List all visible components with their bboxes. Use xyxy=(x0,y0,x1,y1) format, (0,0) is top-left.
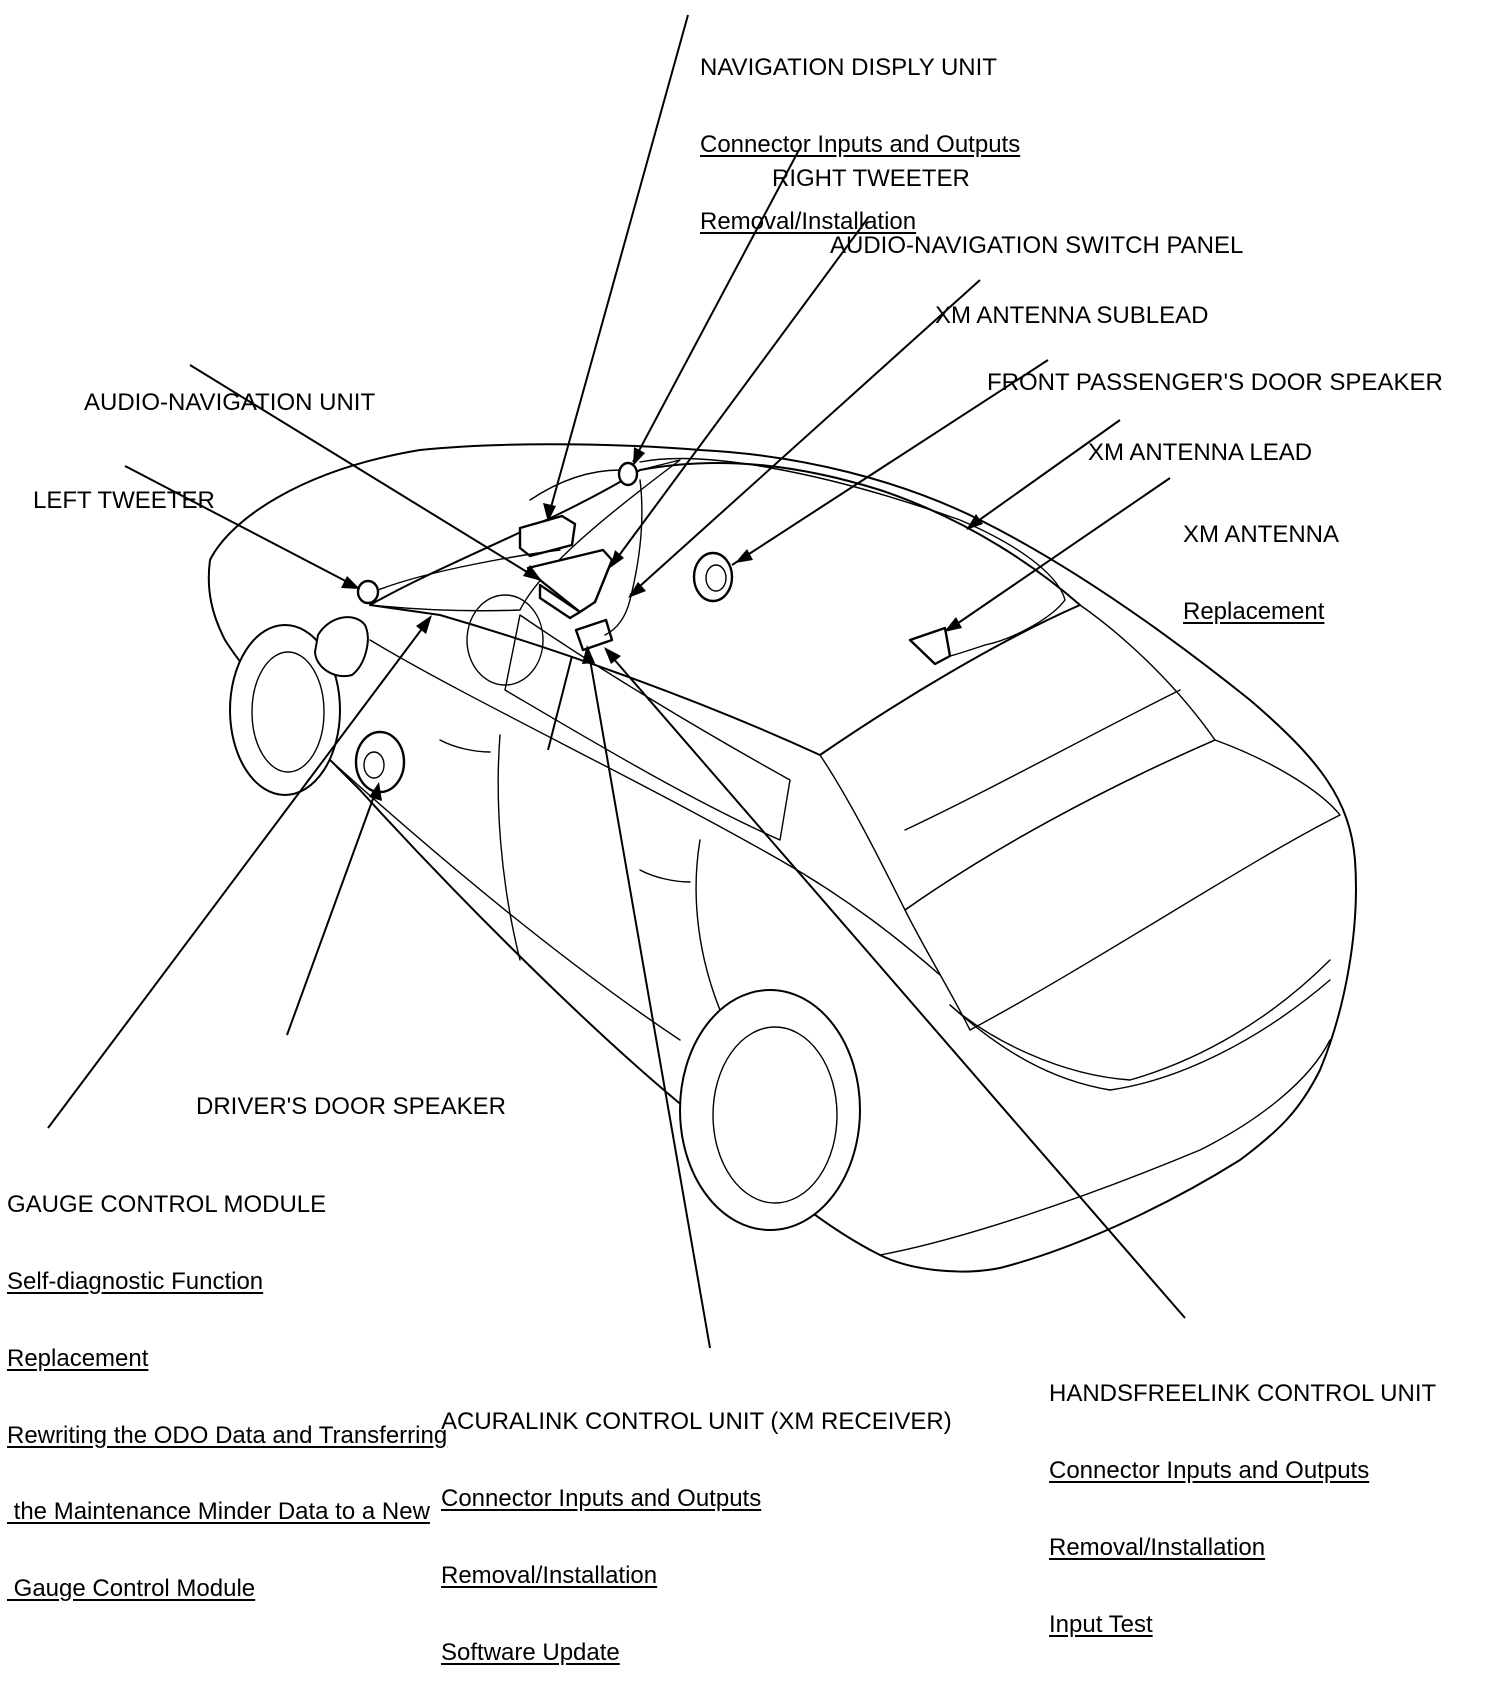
acuralink-control-unit-part xyxy=(574,618,614,652)
callout-xm-antenna-sublead: XM ANTENNA SUBLEAD xyxy=(935,252,1208,354)
right-tweeter-title: RIGHT TWEETER xyxy=(772,165,970,193)
audio-navigation-unit-part xyxy=(538,583,582,620)
leader-xm-antenna xyxy=(947,477,1171,631)
arrow-audio-navigation-unit xyxy=(523,565,542,581)
leader-gauge-control-module xyxy=(47,617,431,1129)
leader-left-tweeter xyxy=(124,465,358,588)
xm-antenna-lead-wire xyxy=(639,457,1066,646)
xm-antenna-title: XM ANTENNA xyxy=(1183,521,1340,549)
callout-drivers-door-speaker: DRIVER'S DOOR SPEAKER xyxy=(196,1043,506,1145)
arrow-xm-antenna-lead xyxy=(966,514,983,530)
car-rear-door-handle xyxy=(639,869,691,883)
arrow-gauge-control-module xyxy=(416,615,432,634)
left-tweeter-part xyxy=(356,579,380,605)
callout-navigation-display-unit: NAVIGATION DISPLY UNIT Connector Inputs … xyxy=(700,4,1020,260)
tweeter-wiring xyxy=(377,469,621,591)
callout-audio-navigation-unit: AUDIO-NAVIGATION UNIT xyxy=(84,339,375,441)
drivers-door-speaker-cone xyxy=(363,751,385,779)
leader-xm-antenna-lead xyxy=(967,419,1121,529)
arrow-xm-antenna-sublead xyxy=(628,582,646,598)
car-front-door-handle xyxy=(439,739,491,753)
gauge-control-module-title: GAUGE CONTROL MODULE xyxy=(7,1191,327,1219)
car-steering-wheel xyxy=(466,594,544,686)
navigation-display-unit-part xyxy=(518,514,577,558)
handsfreelink-link-input-test[interactable]: Input Test xyxy=(1049,1610,1153,1638)
arrow-navigation-display-unit xyxy=(543,503,556,522)
callout-right-tweeter: RIGHT TWEETER xyxy=(772,115,970,217)
car-front-wheel-rim xyxy=(251,651,325,773)
components xyxy=(354,457,1066,794)
arrow-drivers-door-speaker xyxy=(369,782,382,801)
arrow-xm-antenna xyxy=(944,617,962,632)
car-rear-wheel xyxy=(679,989,861,1231)
right-tweeter-part xyxy=(617,461,639,487)
audio-navigation-unit-title: AUDIO-NAVIGATION UNIT xyxy=(84,389,376,417)
acuralink-link-software-update[interactable]: Software Update xyxy=(441,1638,620,1666)
car-beltline xyxy=(369,639,941,976)
leader-drivers-door-speaker xyxy=(286,784,379,1036)
car-rear-bumper xyxy=(879,979,1331,1256)
car-front-door-line xyxy=(497,734,521,961)
xm-antenna-lead-title: XM ANTENNA LEAD xyxy=(1088,439,1313,467)
gauge-control-module-link-rewriting-odo-1[interactable]: Rewriting the ODO Data and Transferring xyxy=(7,1421,448,1449)
arrow-right-tweeter xyxy=(633,447,645,466)
leader-acuralink-secondary xyxy=(547,655,573,751)
xm-antenna-sublead-wire xyxy=(604,479,986,657)
gauge-control-module-link-rewriting-odo-3[interactable]: Gauge Control Module xyxy=(7,1575,256,1603)
arrow-switch-panel xyxy=(610,550,624,568)
leader-audio-navigation-unit xyxy=(189,364,541,581)
navigation-display-unit-title: NAVIGATION DISPLY UNIT xyxy=(700,54,997,82)
arrow-front-passengers-door-speaker xyxy=(735,549,753,563)
callout-front-passengers-door-speaker: FRONT PASSENGER'S DOOR SPEAKER xyxy=(987,319,1443,421)
leader-lines xyxy=(47,14,1186,1349)
leader-handsfreelink-control-unit xyxy=(605,649,1186,1319)
callout-handsfreelink-control-unit: HANDSFREELINK CONTROL UNIT Connector Inp… xyxy=(1049,1330,1436,1663)
car-component-location-diagram xyxy=(47,14,1357,1349)
arrow-handsfreelink-control-unit xyxy=(604,647,621,664)
navigation-display-unit-link-connector[interactable]: Connector Inputs and Outputs xyxy=(700,130,1021,158)
leader-right-tweeter xyxy=(632,147,801,463)
callout-audio-navigation-switch-panel: AUDIO-NAVIGATION SWITCH PANEL xyxy=(830,182,1243,284)
front-passengers-door-speaker-cone xyxy=(705,564,727,592)
leader-audio-navigation-switch-panel xyxy=(611,217,869,566)
arrow-acuralink-control-unit xyxy=(582,645,595,664)
gauge-control-module-link-self-diagnostic[interactable]: Self-diagnostic Function xyxy=(7,1267,264,1295)
drivers-door-speaker-part xyxy=(354,730,406,794)
callout-left-tweeter: LEFT TWEETER xyxy=(33,437,215,539)
handsfreelink-link-connector[interactable]: Connector Inputs and Outputs xyxy=(1049,1456,1370,1484)
callout-acuralink-control-unit: ACURALINK CONTROL UNIT (XM RECEIVER) Con… xyxy=(441,1358,952,1691)
car-taillight xyxy=(949,959,1331,1081)
xm-antenna-link-replacement[interactable]: Replacement xyxy=(1183,597,1325,625)
gauge-control-module-link-replacement[interactable]: Replacement xyxy=(7,1344,149,1372)
handsfreelink-link-removal[interactable]: Removal/Installation xyxy=(1049,1533,1266,1561)
car-rear-deck-line xyxy=(904,689,1181,831)
car-rear-wheel-rim xyxy=(712,1026,838,1204)
car-side-windows xyxy=(504,614,791,841)
acuralink-control-unit-title: ACURALINK CONTROL UNIT (XM RECEIVER) xyxy=(441,1408,952,1436)
leader-navigation-display-unit xyxy=(547,14,689,519)
acuralink-link-connector[interactable]: Connector Inputs and Outputs xyxy=(441,1484,762,1512)
car-rear-door-line xyxy=(695,839,721,1011)
front-passengers-door-speaker-part xyxy=(692,551,734,603)
arrow-left-tweeter xyxy=(341,576,360,589)
acuralink-link-removal[interactable]: Removal/Installation xyxy=(441,1561,658,1589)
gauge-control-module-link-rewriting-odo-2[interactable]: the Maintenance Minder Data to a New xyxy=(7,1498,430,1526)
drivers-door-speaker-title: DRIVER'S DOOR SPEAKER xyxy=(196,1093,506,1121)
callout-xm-antenna-lead: XM ANTENNA LEAD xyxy=(1088,389,1312,491)
xm-antenna-sublead-title: XM ANTENNA SUBLEAD xyxy=(935,302,1209,330)
leader-front-passengers-door-speaker xyxy=(731,359,1049,566)
handsfreelink-control-unit-title: HANDSFREELINK CONTROL UNIT xyxy=(1049,1380,1437,1408)
car-side-mirror xyxy=(314,616,369,678)
car-trunk xyxy=(904,739,1341,1031)
leader-xm-antenna-sublead xyxy=(629,279,981,596)
car-illustration xyxy=(207,443,1357,1273)
left-tweeter-title: LEFT TWEETER xyxy=(33,487,215,515)
audio-navigation-switch-panel-title: AUDIO-NAVIGATION SWITCH PANEL xyxy=(830,232,1244,260)
leader-acuralink-control-unit xyxy=(587,647,711,1349)
navigation-display-unit-link-removal[interactable]: Removal/Installation xyxy=(700,207,917,235)
car-body-outline xyxy=(207,443,1357,1273)
front-passengers-door-speaker-title: FRONT PASSENGER'S DOOR SPEAKER xyxy=(987,369,1443,397)
callout-gauge-control-module: GAUGE CONTROL MODULE Self-diagnostic Fun… xyxy=(7,1141,447,1627)
callout-xm-antenna: XM ANTENNA Replacement xyxy=(1183,471,1339,650)
